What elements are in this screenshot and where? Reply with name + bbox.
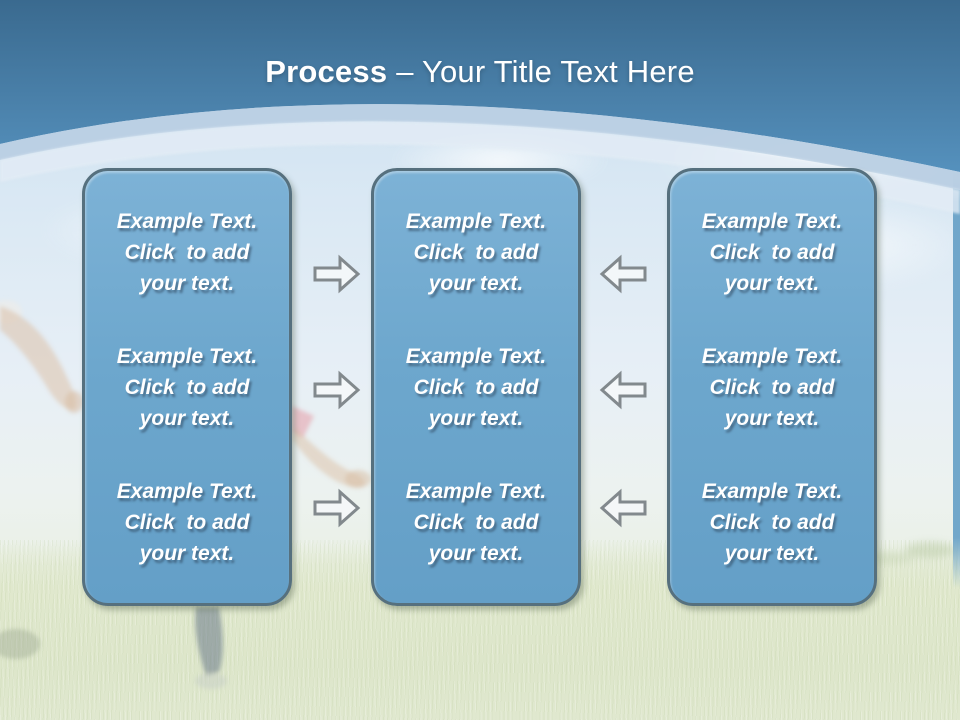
arrow-left-icon <box>599 488 647 528</box>
arrow-left-icon <box>599 254 647 294</box>
placeholder-line: Example Text. <box>701 479 843 503</box>
placeholder-line: your text. <box>139 406 235 430</box>
text-placeholder[interactable]: Example Text. Click to add your text. <box>406 341 546 434</box>
placeholder-line: Click to add <box>413 375 539 399</box>
placeholder-line: your text. <box>139 541 235 565</box>
placeholder-line: Click to add <box>413 240 539 264</box>
placeholder-line: your text. <box>428 406 524 430</box>
photo-right-edge-strip <box>953 168 960 588</box>
placeholder-line: your text. <box>724 271 820 295</box>
placeholder-line: Example Text. <box>701 344 843 368</box>
slide-title[interactable]: Process– Your Title Text Here <box>0 54 960 90</box>
placeholder-line: Click to add <box>413 510 539 534</box>
placeholder-line: your text. <box>428 541 524 565</box>
process-box-right[interactable]: Example Text. Click to add your text. Ex… <box>667 168 877 606</box>
horizon-bush <box>905 542 955 558</box>
placeholder-line: Example Text. <box>405 344 547 368</box>
placeholder-line: your text. <box>724 541 820 565</box>
placeholder-line: your text. <box>724 406 820 430</box>
placeholder-line: Example Text. <box>116 344 258 368</box>
placeholder-line: Click to add <box>709 510 835 534</box>
arrow-shape[interactable] <box>599 253 647 295</box>
header-white-band <box>0 121 960 214</box>
arrow-left-icon <box>599 370 647 410</box>
arrow-right-icon <box>313 370 361 410</box>
text-placeholder[interactable]: Example Text. Click to add your text. <box>117 206 257 299</box>
title-rest: – Your Title Text Here <box>396 54 695 89</box>
text-placeholder[interactable]: Example Text. Click to add your text. <box>702 476 842 569</box>
placeholder-line: Click to add <box>124 240 250 264</box>
title-emphasis: Process <box>265 54 388 89</box>
placeholder-line: Click to add <box>709 240 835 264</box>
placeholder-line: Example Text. <box>405 209 547 233</box>
process-box-left[interactable]: Example Text. Click to add your text. Ex… <box>82 168 292 606</box>
arrow-shape[interactable] <box>313 487 361 529</box>
text-placeholder[interactable]: Example Text. Click to add your text. <box>702 206 842 299</box>
text-placeholder[interactable]: Example Text. Click to add your text. <box>406 206 546 299</box>
placeholder-line: Example Text. <box>701 209 843 233</box>
text-placeholder[interactable]: Example Text. Click to add your text. <box>117 476 257 569</box>
text-placeholder[interactable]: Example Text. Click to add your text. <box>406 476 546 569</box>
process-box-middle[interactable]: Example Text. Click to add your text. Ex… <box>371 168 581 606</box>
arrow-shape[interactable] <box>313 369 361 411</box>
placeholder-line: your text. <box>139 271 235 295</box>
placeholder-line: Example Text. <box>405 479 547 503</box>
arrow-right-icon <box>313 254 361 294</box>
placeholder-line: Click to add <box>709 375 835 399</box>
header-blue-area <box>0 0 960 172</box>
arrow-shape[interactable] <box>599 487 647 529</box>
arrow-right-icon <box>313 488 361 528</box>
placeholder-line: your text. <box>428 271 524 295</box>
text-placeholder[interactable]: Example Text. Click to add your text. <box>702 341 842 434</box>
placeholder-line: Click to add <box>124 375 250 399</box>
placeholder-line: Example Text. <box>116 209 258 233</box>
text-placeholder[interactable]: Example Text. Click to add your text. <box>117 341 257 434</box>
arrow-shape[interactable] <box>599 369 647 411</box>
arrow-shape[interactable] <box>313 253 361 295</box>
placeholder-line: Example Text. <box>116 479 258 503</box>
header-light-band <box>0 104 960 190</box>
placeholder-line: Click to add <box>124 510 250 534</box>
